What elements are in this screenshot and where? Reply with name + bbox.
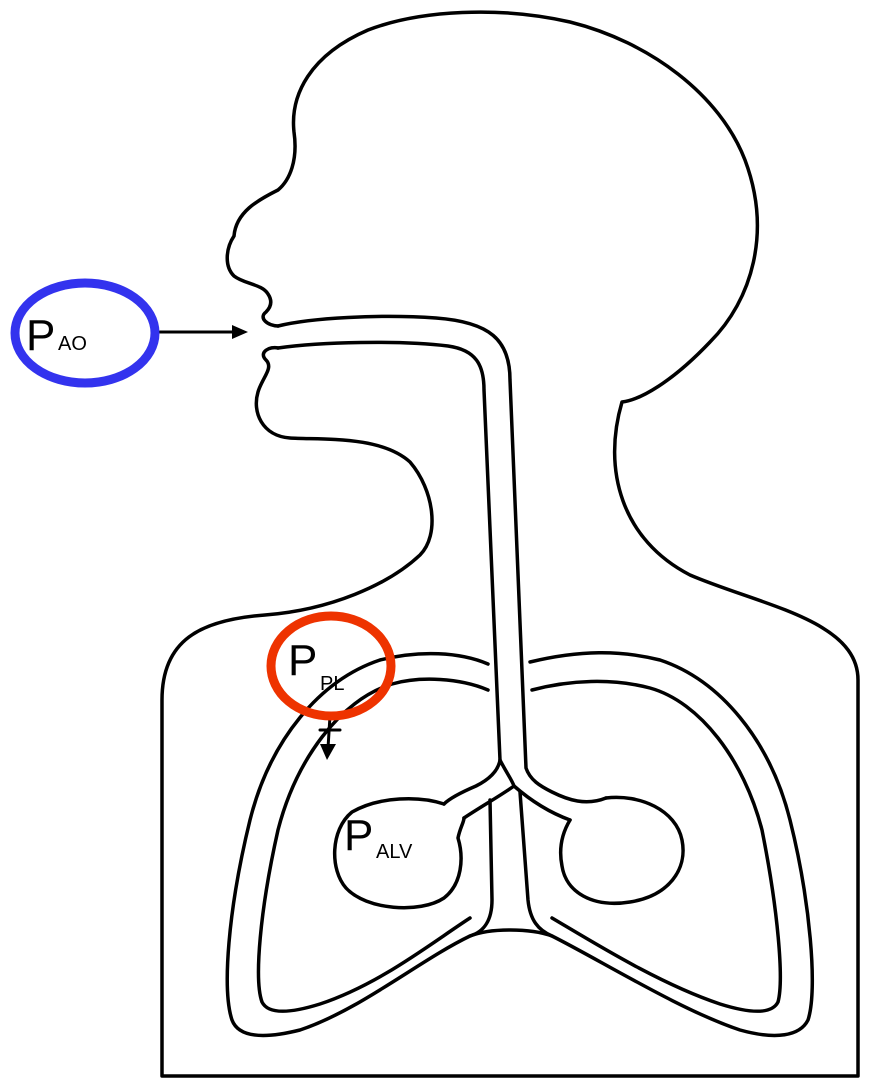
pleural-pressure-arrowhead: [320, 744, 336, 760]
pleural-pressure-arrow-line: [328, 716, 330, 748]
pleural-pressure-label: P PL: [271, 616, 391, 716]
mediastinum-left: [470, 800, 492, 936]
pleural-subscript: PL: [320, 673, 344, 695]
alveolar-p-symbol: P: [344, 811, 373, 860]
mediastinum-right: [520, 792, 552, 936]
airway-opening-p-symbol: P: [26, 311, 55, 360]
airway-pressure-arrowhead: [232, 325, 248, 339]
alveolar-pressure-label: P ALV: [344, 811, 413, 863]
alveolar-subscript: ALV: [376, 841, 413, 863]
head-and-torso-outline: [162, 12, 858, 1076]
pleural-p-symbol: P: [288, 636, 317, 685]
trachea-inner-wall: [278, 342, 500, 804]
airway-opening-subscript: AO: [58, 333, 87, 355]
airway-opening-pressure-label: P AO: [15, 283, 155, 383]
right-alveolus: [561, 797, 683, 903]
